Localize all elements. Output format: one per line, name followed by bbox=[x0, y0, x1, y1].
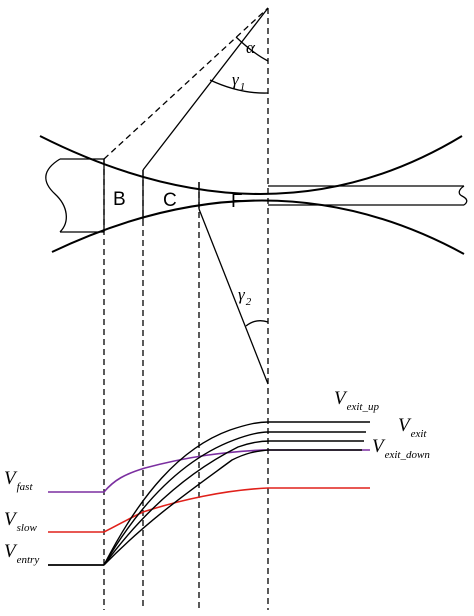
label-v-exit: Vexit bbox=[398, 415, 427, 440]
v-fast-main: V bbox=[4, 468, 18, 489]
zone-label-f: F bbox=[231, 191, 243, 212]
gamma2-sub: 2 bbox=[246, 296, 252, 308]
solid-angle-line-gamma2 bbox=[198, 208, 269, 385]
solid-angle-line-gamma1 bbox=[142, 7, 269, 171]
v-slow-sub: slow bbox=[17, 522, 38, 534]
label-v-exit-up: Vexit_up bbox=[334, 388, 379, 413]
angle-label-alpha: α bbox=[246, 38, 256, 57]
v-entry-sub: entry bbox=[17, 554, 40, 566]
v-slow-main: V bbox=[4, 509, 18, 530]
curve-v-exit-down bbox=[103, 449, 362, 566]
gamma1-main: γ bbox=[232, 70, 240, 89]
angle-label-gamma1: γ1 bbox=[232, 70, 245, 93]
strip-break-right bbox=[458, 185, 468, 206]
v-exit-up-sub: exit_up bbox=[347, 401, 380, 413]
curve-v-exit-2 bbox=[103, 440, 364, 566]
arc-alpha bbox=[235, 36, 269, 62]
angle-label-gamma2: γ2 bbox=[238, 285, 252, 308]
upper-roll-contour bbox=[39, 135, 463, 195]
v-exit-sub: exit bbox=[411, 428, 428, 440]
curve-v-fast bbox=[48, 449, 370, 493]
lower-roll-contour bbox=[51, 199, 465, 255]
v-fast-sub: fast bbox=[17, 481, 34, 493]
arc-gamma2 bbox=[245, 320, 269, 327]
curve-v-slow bbox=[48, 487, 370, 533]
v-exit-up-main: V bbox=[334, 388, 348, 409]
dashed-angle-line-alpha bbox=[103, 7, 269, 160]
strip-break-left bbox=[45, 158, 67, 233]
v-entry-main: V bbox=[4, 541, 18, 562]
curve-v-exit-up bbox=[103, 421, 370, 566]
v-exit-down-main: V bbox=[372, 436, 386, 457]
zone-label-c: C bbox=[163, 190, 177, 211]
v-exit-main: V bbox=[398, 415, 412, 436]
gamma2-main: γ bbox=[238, 285, 246, 304]
label-v-fast: Vfast bbox=[4, 468, 33, 493]
label-v-slow: Vslow bbox=[4, 509, 37, 534]
curve-v-exit bbox=[103, 431, 366, 566]
label-v-exit-down: Vexit_down bbox=[372, 436, 430, 461]
v-exit-down-sub: exit_down bbox=[385, 449, 431, 461]
arc-gamma1 bbox=[209, 79, 269, 94]
zone-label-b: B bbox=[113, 189, 126, 210]
label-v-entry: Ventry bbox=[4, 541, 39, 566]
gamma1-sub: 1 bbox=[240, 81, 246, 93]
